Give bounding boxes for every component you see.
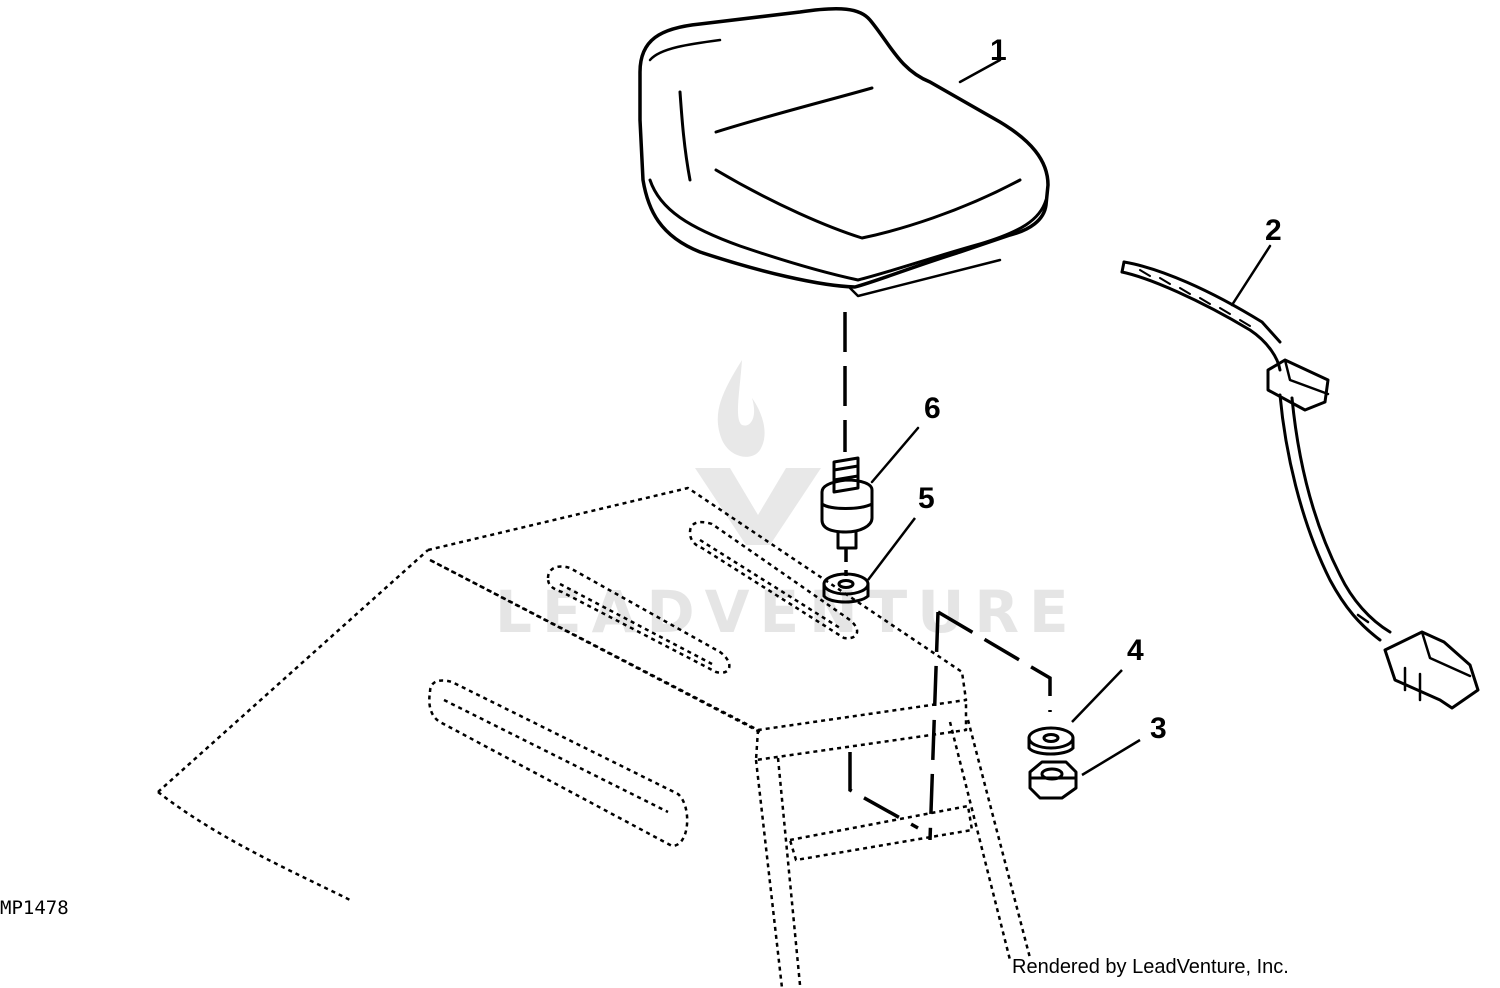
render-credit: Rendered by LeadVenture, Inc. (1012, 956, 1289, 978)
seat-support-frame (157, 486, 1032, 988)
watermark-text: LEADVENTURE (495, 578, 1079, 646)
callout-2: 2 (1265, 214, 1282, 247)
leader-line-1 (958, 58, 1002, 84)
washer-bottom (1027, 669, 1123, 756)
callout-3: 3 (1150, 712, 1167, 745)
callout-1: 1 (990, 34, 1007, 67)
seat-switch-harness (1120, 244, 1480, 710)
leader-line-5 (867, 517, 916, 581)
assembly-path-lines (843, 312, 1052, 841)
watermark-logo-icon (695, 360, 821, 545)
callout-5: 5 (918, 482, 935, 515)
leader-line-3 (1081, 738, 1141, 777)
callout-6: 6 (924, 392, 941, 425)
leader-line-6 (870, 426, 920, 484)
callout-4: 4 (1127, 634, 1144, 667)
hex-nut (1028, 738, 1141, 800)
callout-labels: 1 2 3 4 5 6 (918, 34, 1282, 745)
shoulder-stud (820, 426, 920, 550)
leader-line-4 (1071, 669, 1123, 723)
leader-line-2 (1230, 244, 1272, 307)
figure-id: MP1478 (0, 897, 69, 919)
seat (638, 6, 1050, 298)
watermark: LEADVENTURE (495, 360, 1079, 646)
